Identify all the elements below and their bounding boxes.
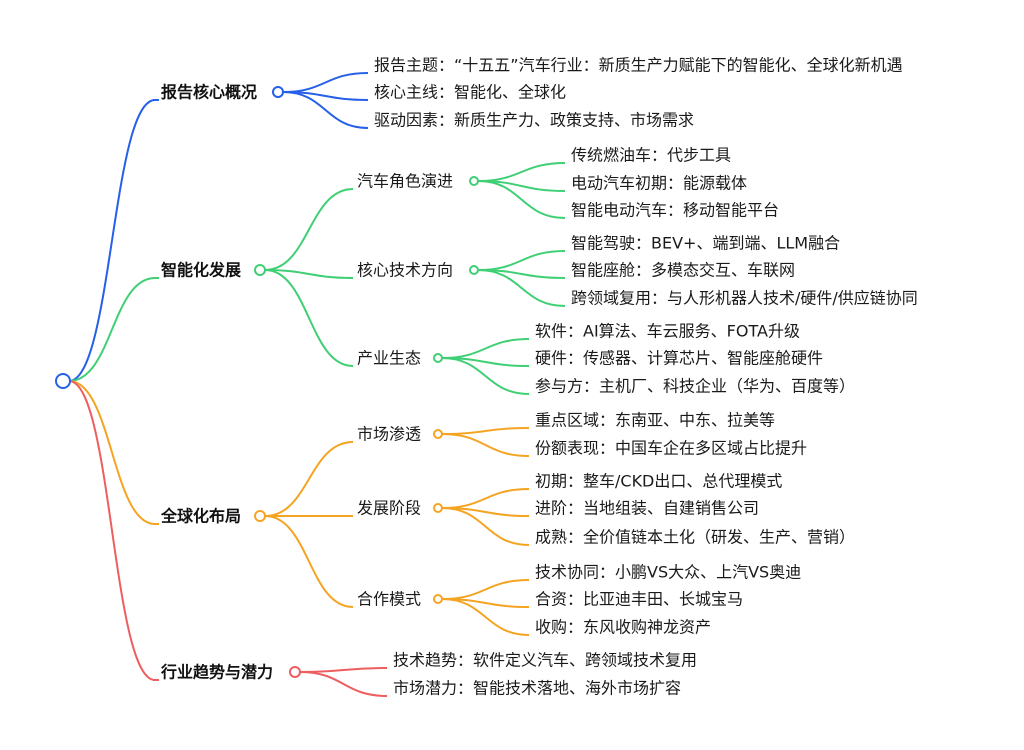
leaf-item: 成熟：全价值链本土化（研发、生产、营销） <box>535 528 855 547</box>
leaf-connector <box>477 180 566 219</box>
leaf-item: 智能电动汽车：移动智能平台 <box>571 201 779 220</box>
subbranch-toggle-node[interactable] <box>433 429 443 439</box>
branch-toggle-node[interactable] <box>254 264 266 276</box>
branch-connector <box>68 277 156 382</box>
leaf-connector <box>477 162 566 182</box>
mindmap-nodes: 报告核心概况 报告主题：“十五五”汽车行业：新质生产力赋能下的智能化、全球化新机遇… <box>55 56 918 698</box>
leaf-connector <box>299 667 388 673</box>
subbranch-connector <box>264 188 354 271</box>
leaf-item: 市场潜力：智能技术落地、海外市场扩容 <box>393 679 681 698</box>
subbranch-connector <box>264 515 354 608</box>
subbranch-title: 核心技术方向 <box>357 261 453 280</box>
branch-title: 行业趋势与潜力 <box>160 663 273 682</box>
leaf-item: 技术趋势：软件定义汽车、跨领域技术复用 <box>393 651 697 670</box>
subbranch-toggle-node[interactable] <box>469 265 479 275</box>
branch-connector <box>68 99 156 382</box>
leaf-item: 电动汽车初期：能源载体 <box>571 174 747 193</box>
leaf-item: 进阶：当地组装、自建销售公司 <box>535 499 759 518</box>
leaf-connector <box>441 598 530 636</box>
subbranch-title: 发展阶段 <box>357 499 421 518</box>
leaf-item: 驱动因素：新质生产力、政策支持、市场需求 <box>374 111 694 130</box>
connector-lines <box>68 72 566 697</box>
leaf-item: 收购：东风收购神龙资产 <box>535 618 711 637</box>
subbranch-connector <box>264 269 354 367</box>
leaf-connector <box>441 357 530 395</box>
branch-toggle-node[interactable] <box>254 510 266 522</box>
leaf-item: 重点区域：东南亚、中东、拉美等 <box>535 411 775 430</box>
leaf-connector <box>441 579 530 600</box>
leaf-connector <box>477 269 566 307</box>
leaf-connector <box>441 507 530 546</box>
leaf-item: 智能驾驶：BEV+、端到端、LLM融合 <box>571 234 840 253</box>
leaf-connector <box>441 427 530 435</box>
leaf-connector <box>299 671 388 697</box>
leaf-item: 传统燃油车：代步工具 <box>571 146 731 165</box>
leaf-item: 硬件：传感器、计算芯片、智能座舱硬件 <box>535 349 823 368</box>
leaf-item: 核心主线：智能化、全球化 <box>374 83 566 102</box>
subbranch-connector <box>264 269 354 279</box>
branch-toggle-node[interactable] <box>289 666 301 678</box>
leaf-connector <box>477 250 566 271</box>
leaf-item: 智能座舱：多模态交互、车联网 <box>571 261 795 280</box>
leaf-item: 技术协同：小鹏VS大众、上汽VS奥迪 <box>535 563 801 582</box>
branch-title: 智能化发展 <box>161 261 242 280</box>
subbranch-title: 合作模式 <box>357 590 421 609</box>
leaf-item: 软件：AI算法、车云服务、FOTA升级 <box>535 322 800 341</box>
root-node[interactable] <box>55 373 71 389</box>
subbranch-toggle-node[interactable] <box>469 176 479 186</box>
leaf-connector <box>441 433 530 457</box>
subbranch-toggle-node[interactable] <box>433 594 443 604</box>
subbranch-toggle-node[interactable] <box>433 353 443 363</box>
leaf-item: 合资：比亚迪丰田、长城宝马 <box>535 590 743 609</box>
subbranch-toggle-node[interactable] <box>433 503 443 513</box>
leaf-item: 参与方：主机厂、科技企业（华为、百度等） <box>535 377 855 396</box>
leaf-connector <box>441 338 530 359</box>
subbranch-title: 市场渗透 <box>357 425 421 444</box>
subbranch-title: 汽车角色演进 <box>357 172 453 191</box>
leaf-item: 报告主题：“十五五”汽车行业：新质生产力赋能下的智能化、全球化新机遇 <box>374 56 903 75</box>
leaf-connector <box>282 72 369 93</box>
leaf-connector <box>282 91 369 129</box>
subbranch-connector <box>264 441 354 517</box>
subbranch-title: 产业生态 <box>357 349 421 368</box>
leaf-item: 初期：整车/CKD出口、总代理模式 <box>535 472 782 491</box>
branch-title: 全球化布局 <box>160 507 241 526</box>
leaf-connector <box>441 488 530 509</box>
branch-connector <box>68 380 156 681</box>
branch-title: 报告核心概况 <box>161 83 257 102</box>
branch-connector <box>68 380 156 525</box>
leaf-item: 份额表现：中国车企在多区域占比提升 <box>535 439 807 458</box>
branch-toggle-node[interactable] <box>272 86 284 98</box>
leaf-item: 跨领域复用：与人形机器人技术/硬件/供应链协同 <box>571 289 918 308</box>
